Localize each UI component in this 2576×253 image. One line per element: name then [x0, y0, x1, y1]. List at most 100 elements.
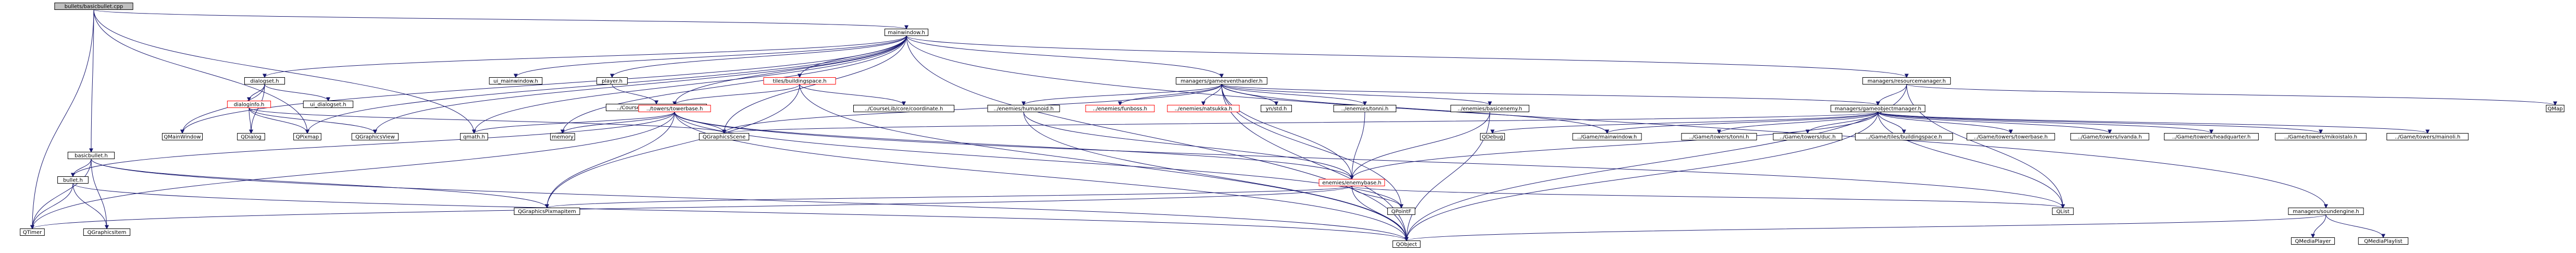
node-qmainwindow[interactable]: QMainWindow: [161, 133, 203, 140]
node-buildingspace-h[interactable]: tiles/buildingspace.h: [763, 77, 836, 85]
node-box: [1855, 133, 1953, 140]
node-box: [57, 176, 89, 184]
node-memory[interactable]: memory: [550, 133, 575, 140]
edge-towerbase_h-to-qmath_h: [472, 112, 675, 134]
edge-gameobjectmanager_h-to-g_mainwindow_h: [1605, 112, 1878, 134]
node-g-mainoli-h[interactable]: ../Game/towers/mainoli.h: [2386, 133, 2469, 140]
node-qmath-h[interactable]: qmath.h: [460, 133, 488, 140]
edge-bullet_h-to-qgraphicsitem: [72, 183, 109, 230]
node-label: QMainWindow: [164, 135, 201, 140]
node-qlist[interactable]: QList: [2052, 208, 2074, 215]
node-g-buildingspace-h[interactable]: ../Game/tiles/buildingspace.h: [1855, 133, 1953, 140]
node-g-headquarter-h[interactable]: ../Game/towers/headquarter.h: [2164, 133, 2259, 140]
edge-mainwindow_h-to-gameeventhandler_h: [906, 35, 1224, 78]
node-label: ../towers/towerbase.h: [646, 106, 703, 112]
edge-gameobjectmanager_h-to-qgraphicsscene: [722, 112, 1878, 134]
node-mainwindow-h[interactable]: mainwindow.h: [884, 29, 929, 36]
node-label: ../Game/towers/mainoli.h: [2395, 135, 2460, 140]
node-box: [596, 77, 628, 85]
edge-bullet_h-to-qtimer: [30, 183, 73, 230]
edge-gameobjectmanager_h-to-g_ivanda_h: [1877, 112, 2112, 134]
node-layer: bullets/basicbullet.cpp mainwindow.h basic…: [20, 3, 2565, 248]
node-basicbullet-h[interactable]: basicbullet.h: [67, 152, 115, 159]
edge-towerbase_h-to-enemybase_h: [674, 112, 1354, 180]
node-qgraphicsitem[interactable]: QGraphicsItem: [83, 228, 131, 236]
node-ui-dialogset-h[interactable]: ui_dialogset.h: [303, 101, 354, 108]
node-label: ../Game/towers/headquarter.h: [2172, 135, 2251, 140]
edge-mainwindow_h-to-towerbase_h: [673, 35, 907, 106]
node-dialogset-h[interactable]: dialogset.h: [244, 77, 285, 85]
node-box: [2546, 105, 2565, 112]
node-g-towerbase-h[interactable]: ../Game/towers/towerbase.h: [1967, 133, 2055, 140]
node-label: ../Game/towers/tonni.h: [1689, 135, 1749, 140]
edge-towerbase_h-to-qgraphicspixmapitem: [545, 112, 675, 209]
node-dialoginfo-h[interactable]: dialoginfo.h: [227, 101, 271, 108]
edge-buildingspace_h-to-qobject: [799, 84, 1409, 242]
node-qpixmap[interactable]: QPixmap: [293, 133, 321, 140]
node-box: [638, 105, 711, 112]
node-g-tonni-h[interactable]: ../Game/towers/tonni.h: [1681, 133, 1757, 140]
edge-basicbullet_h-to-qgraphicsitem: [91, 159, 109, 230]
edge-soundengine_h-to-qmediaplayer: [2311, 214, 2326, 238]
node-player-h[interactable]: player.h: [596, 77, 628, 85]
node-box: [351, 133, 399, 140]
node-box: [763, 77, 836, 85]
node-soundengine-h[interactable]: managers/soundengine.h: [2288, 208, 2364, 215]
edge-enemybase_h-to-qlist: [1351, 186, 2065, 209]
node-tonni-h[interactable]: ../enemies/tonni.h: [1333, 105, 1397, 112]
node-label: ../Game/towers/ivanda.h: [2077, 135, 2142, 140]
edge-mainwindow_h-to-player_h: [610, 35, 907, 78]
node-box: [1480, 133, 1505, 140]
node-g-mainwindow-h[interactable]: ../Game/mainwindow.h: [1572, 133, 1642, 140]
node-box: [1572, 133, 1642, 140]
node-label: dialoginfo.h: [234, 102, 265, 108]
node-towerbase-h[interactable]: ../towers/towerbase.h: [638, 105, 711, 112]
node-ynsstd-h[interactable]: yn/std.h: [1261, 105, 1292, 112]
node-g-duc-h[interactable]: ../Game/towers/duc.h: [1773, 133, 1843, 140]
node-basicenemy-h[interactable]: ../enemies/basicenemy.h: [1450, 105, 1529, 112]
node-bullet-h[interactable]: bullet.h: [57, 176, 89, 184]
edge-gameeventhandler_h-to-g_mainwindow_h: [1221, 84, 1609, 134]
node-humanoid-h[interactable]: ../enemies/humanoid.h: [987, 105, 1060, 112]
node-qtimer[interactable]: QTimer: [20, 228, 45, 236]
node-label: QDialog: [241, 135, 262, 140]
node-qgraphicsscene[interactable]: QGraphicsScene: [699, 133, 750, 140]
node-qmap[interactable]: QMap: [2546, 105, 2565, 112]
node-qmediaplayer[interactable]: QMediaPlayer: [2291, 237, 2335, 245]
node-qobject[interactable]: QObject: [1392, 240, 1421, 248]
node-box: [2275, 133, 2367, 140]
edge-buildingspace_h-to-towerbase_h: [673, 84, 800, 106]
node-box: [884, 29, 929, 36]
edge-mainwindow_h-to-qmath_h: [472, 35, 907, 134]
node-qgraphicspixmapitem[interactable]: QGraphicsPixmapItem: [514, 208, 580, 215]
node-g-ivanda-h[interactable]: ../Game/towers/ivanda.h: [2070, 133, 2149, 140]
node-g-mikoistalo-h[interactable]: ../Game/towers/mikoistalo.h: [2275, 133, 2367, 140]
node-root[interactable]: bullets/basicbullet.cpp: [54, 3, 133, 10]
node-enemybase-h[interactable]: enemies/enemybase.h: [1318, 179, 1385, 186]
edge-dialoginfo_h-to-qgraphicsscene: [248, 107, 726, 134]
node-gameobjectmanager-h[interactable]: managers/gameobjectmanager.h: [1831, 105, 1925, 112]
node-qpointf[interactable]: QPointF: [1387, 208, 1415, 215]
node-label: QPixmap: [296, 135, 319, 140]
node-box: [20, 228, 45, 236]
node-label: basicbullet.h: [74, 153, 108, 159]
node-ui-mainwindow-h[interactable]: ui_mainwindow.h: [489, 77, 543, 85]
edge-buildingspace_h-to-coordinate_h: [799, 84, 906, 106]
edge-soundengine_h-to-qobject: [1404, 214, 2326, 242]
edge-enemybase_h-to-qpointf: [1351, 186, 1403, 209]
node-label: ../enemies/basicenemy.h: [1458, 106, 1522, 112]
node-label: dialogset.h: [250, 79, 279, 85]
node-qmediaplaylist[interactable]: QMediaPlaylist: [2358, 237, 2409, 245]
edge-mainwindow_h-to-ui_mainwindow_h: [514, 35, 907, 78]
node-qdialog[interactable]: QDialog: [237, 133, 265, 140]
edge-root-to-basicbullet_h: [89, 9, 94, 153]
node-box: [2070, 133, 2149, 140]
node-coordinate-h[interactable]: ../CourseLib/core/coordinate.h: [853, 105, 954, 112]
node-qgraphicsview[interactable]: QGraphicsView: [351, 133, 399, 140]
edge-towerbase_h-to-qobject: [674, 112, 1409, 242]
node-funboss-h[interactable]: ../enemies/funboss.h: [1085, 105, 1155, 112]
node-gameeventhandler-h[interactable]: managers/gameeventhandler.h: [1176, 77, 1267, 85]
node-resourcemanager-h[interactable]: managers/resourcemanager.h: [1862, 77, 1951, 85]
node-natsukka-h[interactable]: ../enemies/natsukka.h: [1167, 105, 1240, 112]
node-qdebug[interactable]: QDebug: [1480, 133, 1505, 140]
